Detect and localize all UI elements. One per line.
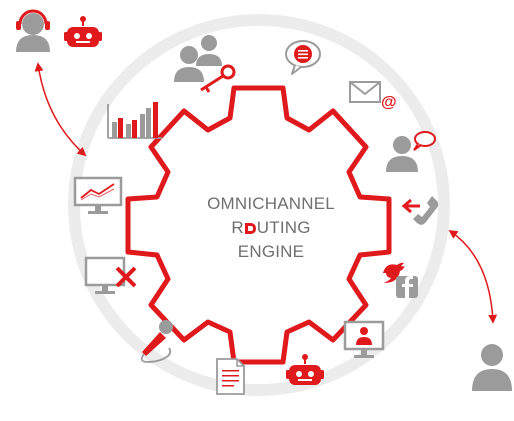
twitter-facebook-icon xyxy=(383,262,418,298)
engine-title-line2: R UTING xyxy=(14,218,514,238)
customer-link-arrow xyxy=(448,229,498,324)
agent-headset-icon xyxy=(16,9,50,52)
engine-title-line2-rest: UTING xyxy=(256,218,311,237)
agent-link-arrow xyxy=(34,62,87,157)
video-agent-icon xyxy=(343,320,385,358)
document-icon xyxy=(216,358,245,395)
microphone-icon xyxy=(140,320,173,363)
engine-title-line2-prefix: R xyxy=(231,218,244,237)
engine-title-line3: ENGINE xyxy=(237,242,305,261)
email-icon: @ xyxy=(349,81,397,111)
bot-icon xyxy=(64,16,102,47)
svg-text:@: @ xyxy=(381,94,397,111)
monitor-analytics-icon xyxy=(73,176,123,214)
users-key-icon xyxy=(174,35,236,93)
monitor-offline-icon xyxy=(84,256,137,294)
customer-icon xyxy=(472,344,512,391)
engine-title-line1: OMNICHANNEL xyxy=(207,194,335,213)
routing-gear xyxy=(125,85,392,365)
person-chat-icon xyxy=(386,131,436,172)
phone-callback-icon xyxy=(401,196,439,225)
bar-chart-icon xyxy=(107,102,162,139)
chat-bubble-icon xyxy=(285,40,321,75)
bot-icon-bottom xyxy=(286,354,324,385)
routing-logo-mark xyxy=(244,223,256,234)
